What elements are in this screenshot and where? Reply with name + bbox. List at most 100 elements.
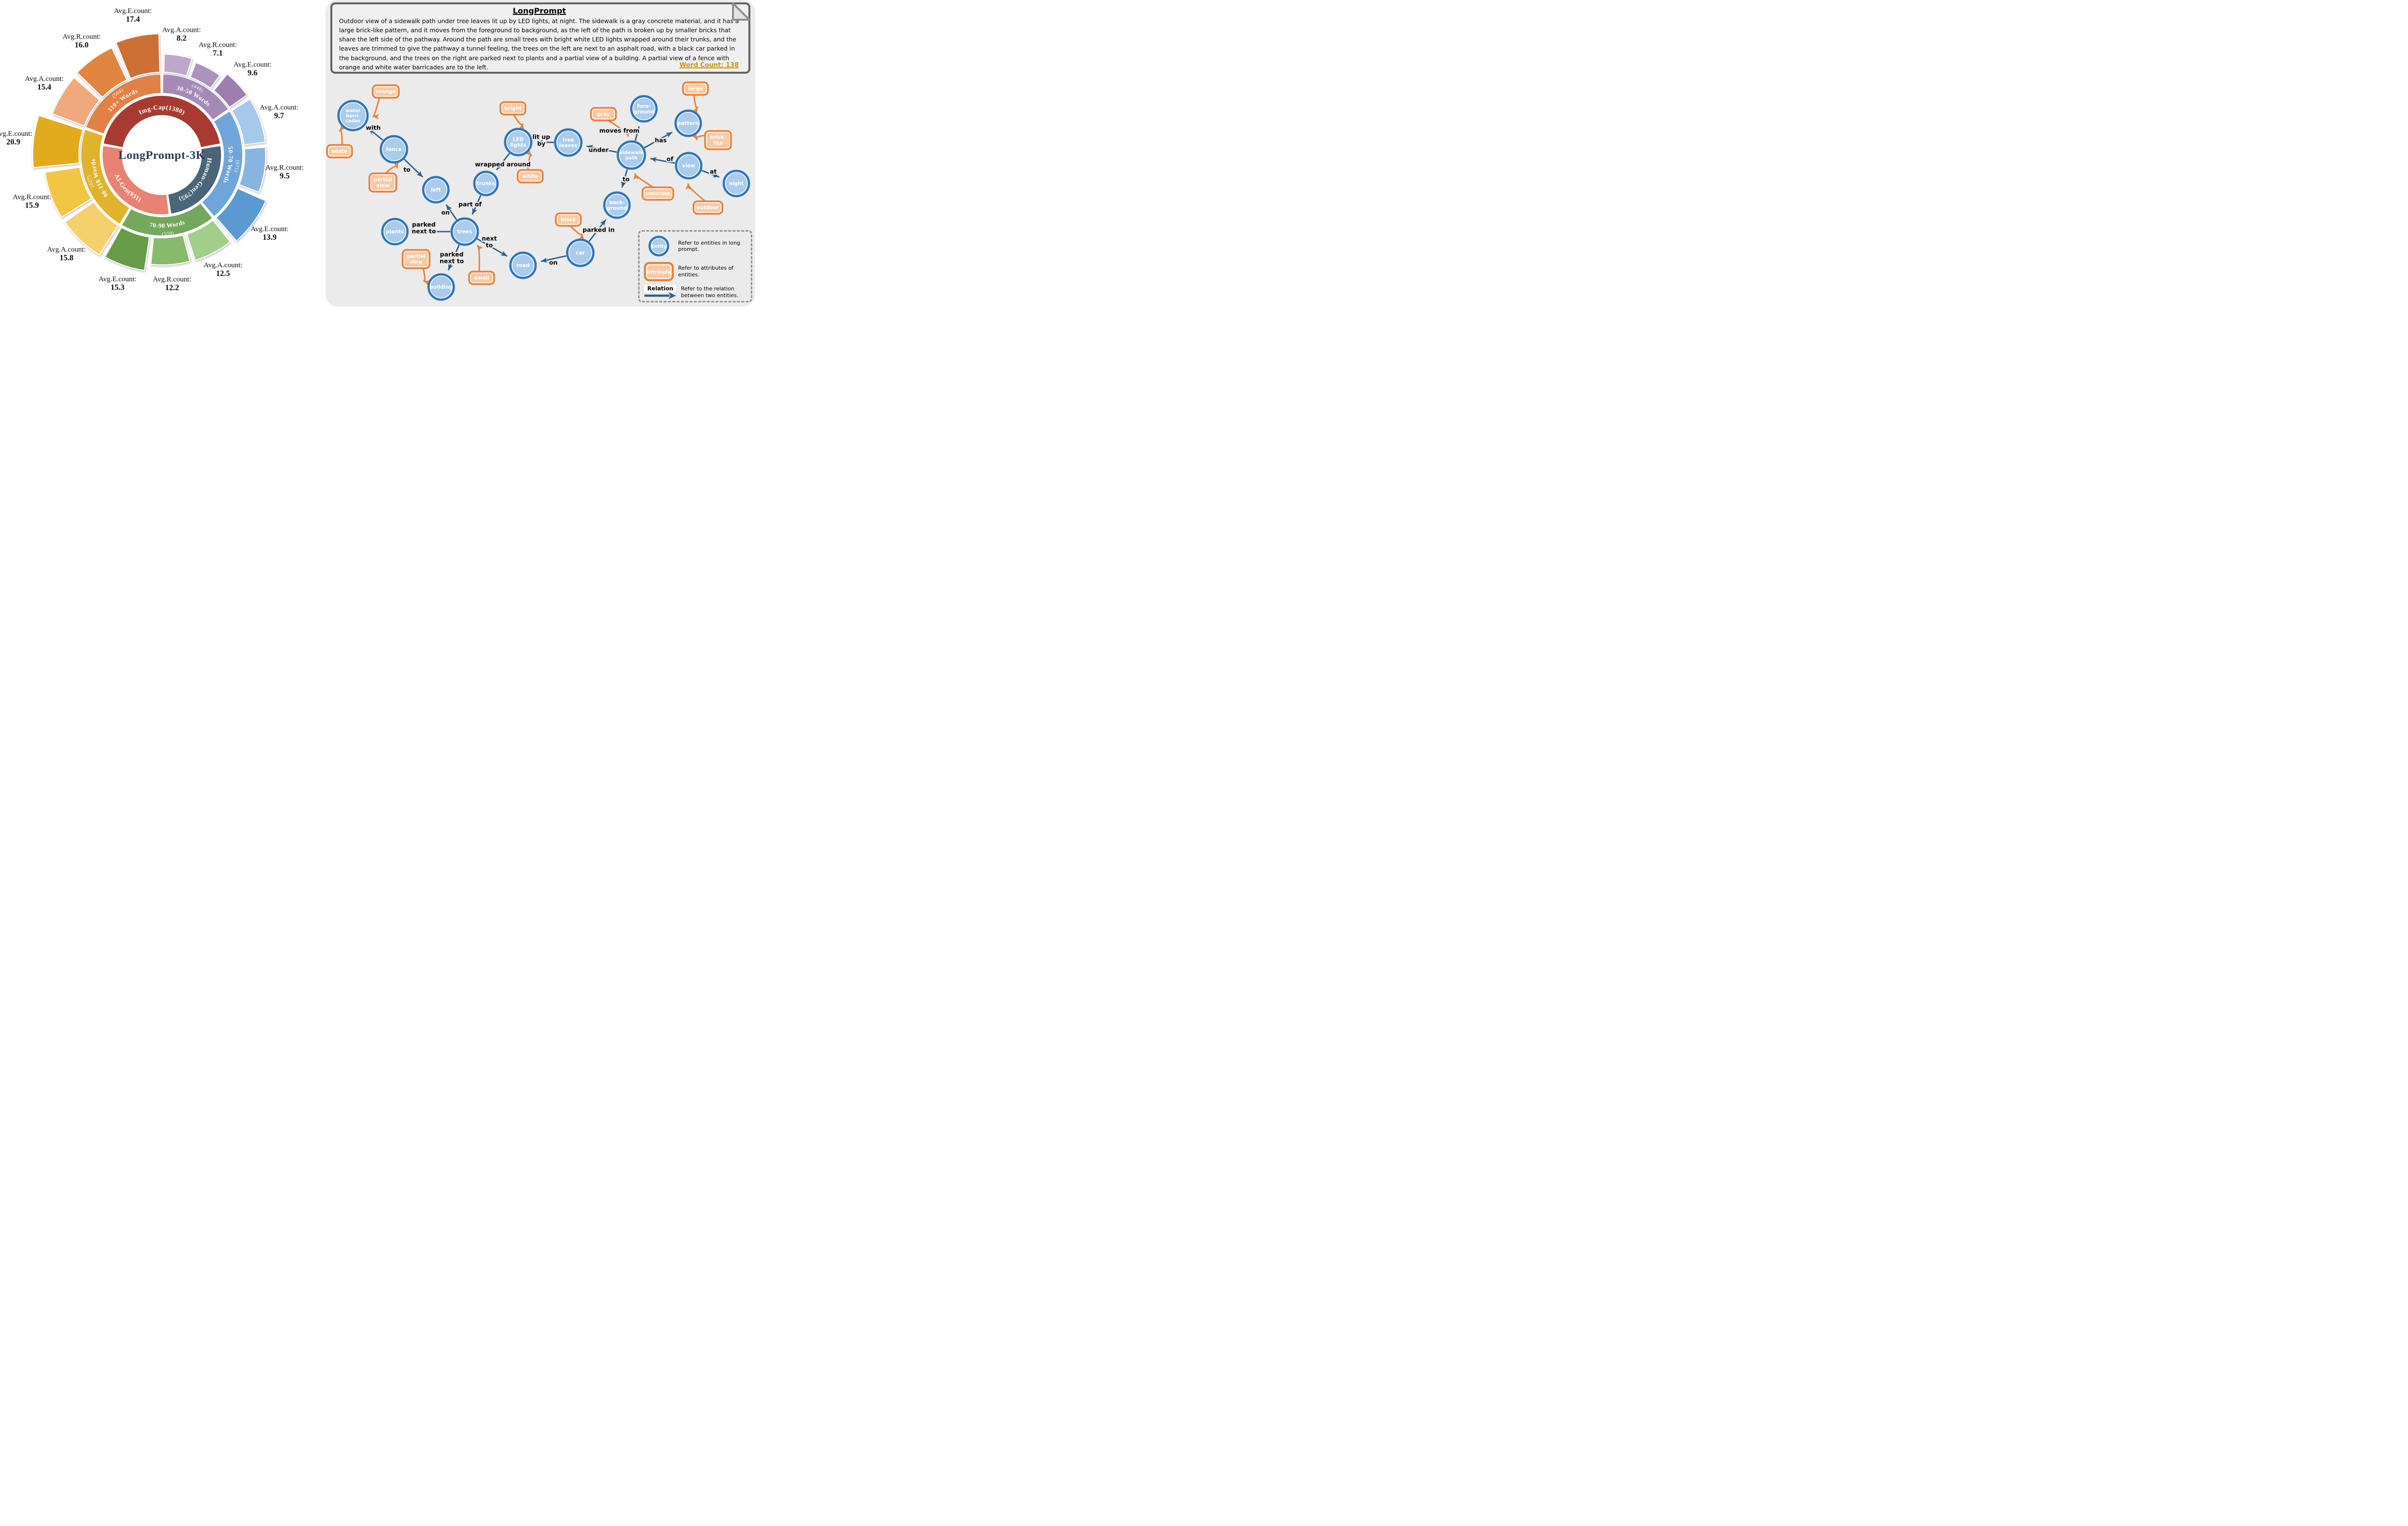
entity-node-plants: plants xyxy=(381,218,409,246)
metric-wedge xyxy=(163,53,193,77)
metric-wedge xyxy=(186,219,231,261)
relation-arrow-icon xyxy=(644,292,676,299)
metric-label: Avg.A.count:8.2 xyxy=(162,26,201,43)
relation-label-with: with xyxy=(366,124,381,131)
svg-text:car: car xyxy=(576,250,585,256)
attribute-link-0 xyxy=(372,95,381,119)
svg-text:pattern: pattern xyxy=(678,121,699,127)
sunburst-chart: Img-Cap(1380)Human-Gen(795)AI-Gen(931)30… xyxy=(0,7,304,292)
group-ring-30-50 Words xyxy=(162,74,229,121)
relation-car-road xyxy=(540,255,567,263)
legend-entity-desc: Refer to entities in long prompt. xyxy=(678,239,740,252)
figure-longprompt-3k: Img-Cap(1380)Human-Gen(795)AI-Gen(931)30… xyxy=(0,0,755,307)
attribute-link-8 xyxy=(633,173,655,189)
svg-text:brick-like: brick-like xyxy=(710,135,726,146)
relation-led-lights-trunks xyxy=(496,153,510,170)
svg-text:bright: bright xyxy=(504,106,522,112)
metric-label: Avg.R.count:7.1 xyxy=(198,41,237,57)
relation-label-part of: part of xyxy=(458,200,482,208)
metric-label: Avg.R.count:15.9 xyxy=(13,194,52,210)
entity-node-fore-ground: fore-ground xyxy=(630,95,658,123)
group-ring-50-70 Words xyxy=(201,110,243,218)
attribute-node-concrete: concrete xyxy=(641,186,674,201)
entity-node-pattern: pattern xyxy=(674,109,702,137)
metric-wedge xyxy=(215,187,267,242)
relation-label-moves from: moves from xyxy=(599,127,639,134)
svg-text:left: left xyxy=(431,187,441,193)
metric-label: Avg.R.count:16.0 xyxy=(63,33,101,50)
attribute-node-brick-like: brick-like xyxy=(704,130,732,150)
relation-label-of: of xyxy=(667,155,674,162)
relation-trees-road xyxy=(477,238,508,257)
relation-fence-left xyxy=(404,159,423,178)
relation-fence-water-barricades xyxy=(368,128,383,141)
attribute-link-3 xyxy=(513,115,524,130)
chart-center-title: LongPrompt-3K xyxy=(118,149,205,162)
svg-text:building: building xyxy=(430,285,453,290)
group-count-50-70 Words: (671) xyxy=(233,160,240,173)
relation-label-lit up-by: lit upby xyxy=(533,133,550,147)
svg-text:concrete: concrete xyxy=(645,191,670,197)
page-fold-icon xyxy=(732,2,750,21)
attribute-node-orange: orange xyxy=(372,84,400,99)
relation-label-to: to xyxy=(404,166,411,173)
source-segment-AI-Gen xyxy=(102,144,170,215)
attribute-link-2 xyxy=(385,161,399,174)
legend-relation-row: Relation Refer to the relation between t… xyxy=(643,285,747,299)
svg-text:Entity: Entity xyxy=(651,244,667,249)
attribute-icon: Attribute xyxy=(644,261,674,281)
svg-text:orange: orange xyxy=(376,89,396,95)
svg-text:outdoor: outdoor xyxy=(697,205,720,211)
metric-label: Avg.E.count:20.9 xyxy=(0,130,32,146)
relation-label-on: on xyxy=(549,259,558,266)
relation-view-night xyxy=(701,170,720,178)
relation-label-parked-next to: parkednext to xyxy=(412,221,436,235)
source-segment-Img-Cap xyxy=(103,95,221,148)
entity-node-fence: fence xyxy=(380,135,408,164)
svg-text:back-ground: back-ground xyxy=(607,200,627,211)
group-ring-70-90 Words xyxy=(121,202,213,236)
metric-label: Avg.R.count:12.2 xyxy=(153,275,191,292)
metric-label: Avg.A.count:12.5 xyxy=(204,261,243,278)
legend-relation-desc: Refer to the relation between two entiti… xyxy=(681,286,739,299)
svg-text:fore-ground: fore-ground xyxy=(634,104,654,115)
metric-wedge xyxy=(238,146,266,193)
prompt-text: Outdoor view of a sidewalk path under tr… xyxy=(339,17,739,71)
prompt-box: LongPrompt Outdoor view of a sidewalk pa… xyxy=(330,2,750,74)
attribute-link-1 xyxy=(339,124,346,145)
metric-label: Avg.R.count:9.5 xyxy=(265,164,304,180)
relation-sidewalk-path-pattern xyxy=(644,131,673,148)
metric-wedge xyxy=(231,98,266,145)
svg-text:white: white xyxy=(523,174,538,180)
metric-label: Avg.A.count:15.4 xyxy=(25,75,64,91)
svg-text:Attribute: Attribute xyxy=(646,270,671,275)
svg-text:night: night xyxy=(729,181,744,187)
metric-wedge xyxy=(213,73,248,108)
attribute-node-white: white xyxy=(517,169,544,183)
group-count-70-90 Words: (559) xyxy=(162,231,174,237)
relation-label-to: to xyxy=(623,175,630,183)
svg-text:plants: plants xyxy=(386,229,404,235)
word-count-label: Word Count: 138 xyxy=(679,62,739,69)
svg-text:trunks: trunks xyxy=(477,181,495,187)
attribute-link-12 xyxy=(476,245,484,272)
entity-icon: Entity xyxy=(648,235,669,257)
metric-wedge xyxy=(104,226,150,271)
svg-text:trees: trees xyxy=(458,229,472,235)
svg-text:small: small xyxy=(474,275,489,281)
relation-car-back-ground xyxy=(589,219,606,242)
relation-sidewalk-path-tree-leaves xyxy=(586,144,617,153)
relation-trees-left xyxy=(445,204,457,220)
metric-wedge xyxy=(64,201,119,256)
metric-label: Avg.E.count:9.6 xyxy=(234,61,272,77)
entity-node-trunks: trunks xyxy=(473,170,499,196)
entity-node-trees: trees xyxy=(450,217,479,246)
relation-label-has: has xyxy=(655,136,667,143)
metric-wedge xyxy=(150,235,191,266)
